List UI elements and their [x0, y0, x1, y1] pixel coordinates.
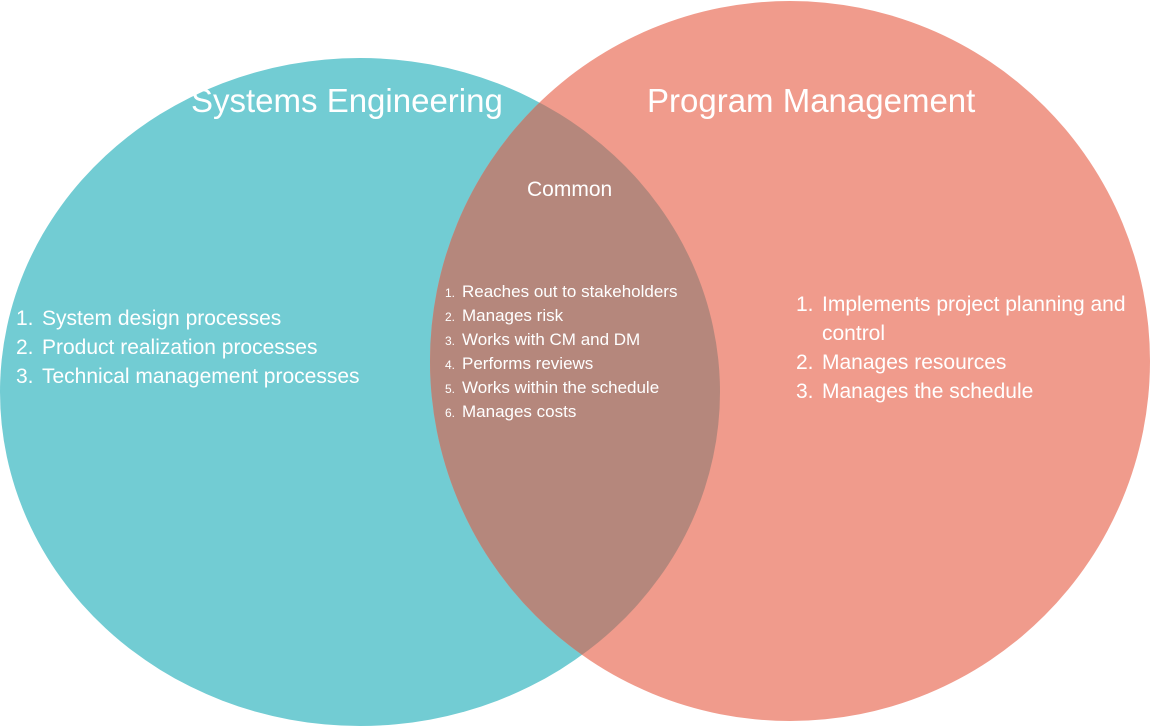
list-item-number: 2. [445, 310, 456, 324]
list-item-text: Technical management processes [42, 365, 360, 388]
list-item-number: 5. [445, 382, 456, 396]
list-item: 6. Manages costs [445, 400, 677, 424]
list-item-number: 3. [796, 380, 814, 403]
list-item-number: 1. [445, 286, 456, 300]
list-item-text: Product realization processes [42, 336, 318, 359]
list-item-number: 1. [16, 307, 34, 330]
list-item: 4. Performs reviews [445, 352, 677, 376]
list-item-text: Manages the schedule [822, 380, 1034, 403]
list-item: 2. Manages risk [445, 304, 677, 328]
list-item-number: 2. [796, 351, 814, 374]
list-item: 1. System design processes [16, 304, 360, 333]
list-item-number: 3. [445, 334, 456, 348]
list-item: 5. Works within the schedule [445, 376, 677, 400]
list-item: 3. Works with CM and DM [445, 328, 677, 352]
systems-engineering-list: 1. System design processes 2. Product real… [16, 304, 360, 391]
list-item: 2. Manages resources [796, 348, 1136, 377]
list-item: 1. Implements project planning and contro… [796, 290, 1136, 348]
list-item-text: Performs reviews [462, 354, 594, 373]
common-list: 1. Reaches out to stakeholders 2. Manages … [445, 280, 677, 424]
list-item-text: Reaches out to stakeholders [462, 282, 678, 301]
list-item-number: 4. [445, 358, 456, 372]
list-item-text: Works with CM and DM [462, 330, 641, 349]
list-item-number: 1. [796, 293, 814, 316]
list-item-number: 3. [16, 365, 34, 388]
list-item-text: Manages resources [822, 351, 1007, 374]
systems-engineering-title: Systems Engineering [191, 82, 503, 119]
program-management-list: 1. Implements project planning and contro… [796, 290, 1136, 406]
list-item: 3. Manages the schedule [796, 377, 1136, 406]
common-title: Common [527, 178, 613, 201]
list-item: 1. Reaches out to stakeholders [445, 280, 677, 304]
common-overlap-region [430, 58, 720, 721]
program-management-title: Program Management [647, 82, 976, 119]
list-item-text: System design processes [42, 307, 282, 330]
list-item-text: Manages risk [462, 306, 564, 325]
list-item-text: Works within the schedule [462, 378, 660, 397]
list-item-number: 6. [445, 406, 456, 420]
list-item-number: 2. [16, 336, 34, 359]
list-item-text: Implements project planning and control [822, 293, 1126, 345]
list-item: 3. Technical management processes [16, 362, 360, 391]
list-item: 2. Product realization processes [16, 333, 360, 362]
list-item-text: Manages costs [462, 402, 577, 421]
